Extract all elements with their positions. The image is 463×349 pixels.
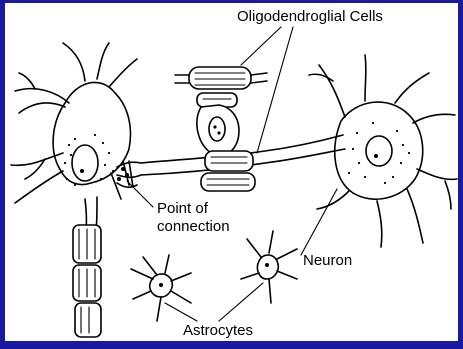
- astrocyte-left: [131, 255, 191, 321]
- label-point-of-connection-line1: Point of: [157, 200, 209, 217]
- label-neuron: Neuron: [303, 252, 352, 269]
- astrocyte-right: [241, 231, 297, 303]
- label-astrocytes: Astrocytes: [183, 322, 253, 339]
- left-axon-myelin: [73, 225, 101, 337]
- diagram-canvas: Oligodendroglial Cells Point of connecti…: [5, 3, 458, 341]
- label-point-of-connection-line2: connection: [157, 218, 230, 235]
- neuron-glia-diagram: Oligodendroglial Cells Point of connecti…: [5, 3, 458, 341]
- label-oligodendroglial-cells: Oligodendroglial Cells: [237, 8, 383, 25]
